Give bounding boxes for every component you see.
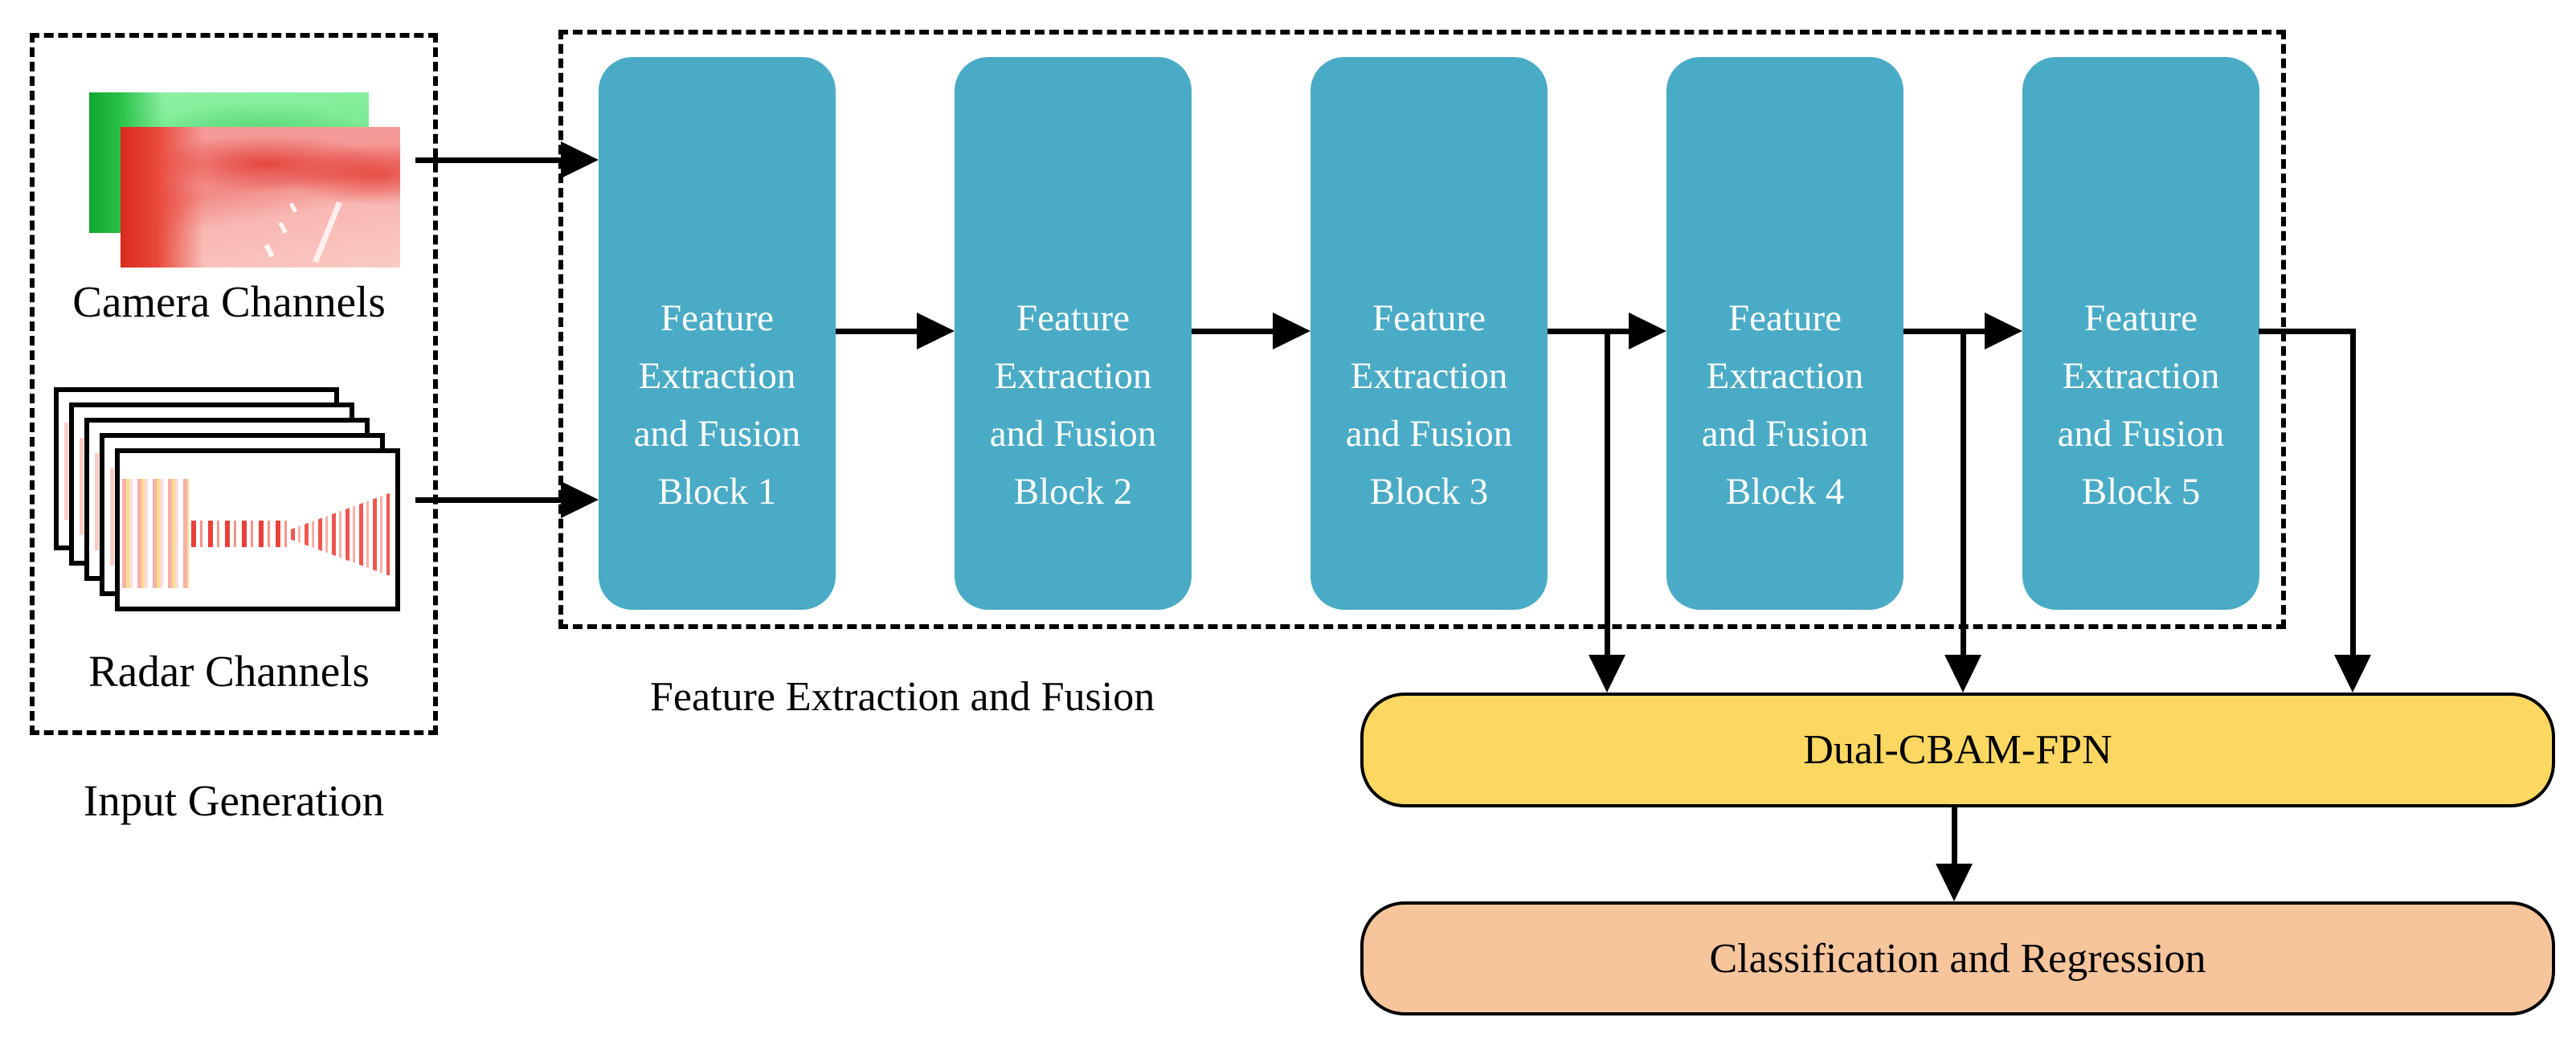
arrow-block3-block4-line xyxy=(1548,329,1629,334)
arrow-fpn-to-head-line xyxy=(1952,807,1957,864)
feature-block-3-line: and Fusion xyxy=(1345,413,1513,455)
arrow-block4-block5-head-icon xyxy=(1985,313,2022,349)
feature-block-4-line: Extraction xyxy=(1706,355,1864,397)
lane-marking xyxy=(313,201,342,264)
feature-block-2-line: and Fusion xyxy=(989,413,1157,455)
arrow-camera-to-block1-line xyxy=(415,157,561,163)
lane-marking xyxy=(288,202,297,213)
lane-marking xyxy=(278,221,288,234)
feature-block-5-line: Feature xyxy=(2084,297,2198,339)
feature-block-2: Feature Extraction and Fusion Block 2 xyxy=(955,57,1192,610)
radar-spectrogram-right-wedge xyxy=(290,492,390,576)
radar-spectrogram-mid-band xyxy=(191,521,291,547)
feature-block-3-line: Feature xyxy=(1372,297,1486,339)
feature-block-1-line: and Fusion xyxy=(633,413,801,455)
lane-marking xyxy=(264,243,275,257)
camera-channels-label: Camera Channels xyxy=(72,277,386,326)
arrow-block2-block3-line xyxy=(1192,329,1273,334)
feature-block-4: Feature Extraction and Fusion Block 4 xyxy=(1666,57,1903,610)
arrow-block5-out-line xyxy=(2259,329,2356,334)
classification-regression-label: Classification and Regression xyxy=(1709,935,2206,982)
feature-block-4-line: Block 4 xyxy=(1725,471,1845,513)
feature-block-4-line: and Fusion xyxy=(1701,413,1869,455)
camera-red-channel-image xyxy=(121,127,400,268)
arrow-block1-block2-line xyxy=(836,329,917,334)
input-generation-label: Input Generation xyxy=(83,776,385,825)
branch-block3-to-fpn-head-icon xyxy=(1589,655,1625,693)
arrow-radar-to-block1-line xyxy=(415,497,561,503)
feature-block-3-line: Extraction xyxy=(1350,355,1508,397)
feature-block-3: Feature Extraction and Fusion Block 3 xyxy=(1310,57,1548,610)
dual-cbam-fpn-box: Dual-CBAM-FPN xyxy=(1360,693,2555,807)
feature-block-5-line: and Fusion xyxy=(2057,413,2225,455)
arrow-block1-block2-head-icon xyxy=(917,313,955,349)
branch-block3-to-fpn-line xyxy=(1605,329,1610,655)
arrow-block2-block3-head-icon xyxy=(1273,313,1310,349)
feature-block-3-line: Block 3 xyxy=(1369,471,1489,513)
arrow-block4-block5-line xyxy=(1903,329,1985,334)
feature-block-2-line: Extraction xyxy=(994,355,1152,397)
feature-block-5-line: Block 5 xyxy=(2081,471,2201,513)
branch-block4-to-fpn-head-icon xyxy=(1944,655,1981,693)
radar-spectrogram-left-cluster xyxy=(122,479,189,589)
feature-block-5: Feature Extraction and Fusion Block 5 xyxy=(2022,57,2259,610)
input-generation-group-box xyxy=(30,33,438,735)
arrow-camera-to-block1-head-icon xyxy=(561,141,599,178)
radar-channels-label: Radar Channels xyxy=(88,647,370,696)
feature-block-1-line: Feature xyxy=(660,297,774,339)
arrow-fpn-to-head-head-icon xyxy=(1936,864,1973,901)
feature-block-2-line: Feature xyxy=(1016,297,1130,339)
feature-block-4-line: Feature xyxy=(1728,297,1842,339)
classification-regression-box: Classification and Regression xyxy=(1360,901,2555,1015)
arrow-radar-to-block1-head-icon xyxy=(561,481,599,518)
branch-block5-to-fpn-head-icon xyxy=(2334,655,2371,693)
feature-block-1: Feature Extraction and Fusion Block 1 xyxy=(599,57,836,610)
radar-frame-1 xyxy=(115,448,400,611)
feature-block-5-line: Extraction xyxy=(2062,355,2220,397)
branch-block5-to-fpn-line xyxy=(2350,329,2356,655)
arrow-block3-block4-head-icon xyxy=(1629,313,1666,349)
feature-block-2-line: Block 2 xyxy=(1013,471,1133,513)
feature-block-1-line: Extraction xyxy=(638,355,796,397)
dual-cbam-fpn-label: Dual-CBAM-FPN xyxy=(1803,727,2112,773)
branch-block4-to-fpn-line xyxy=(1961,329,1966,655)
feature-block-1-line: Block 1 xyxy=(657,471,777,513)
feature-extraction-group-label: Feature Extraction and Fusion xyxy=(650,674,1155,720)
